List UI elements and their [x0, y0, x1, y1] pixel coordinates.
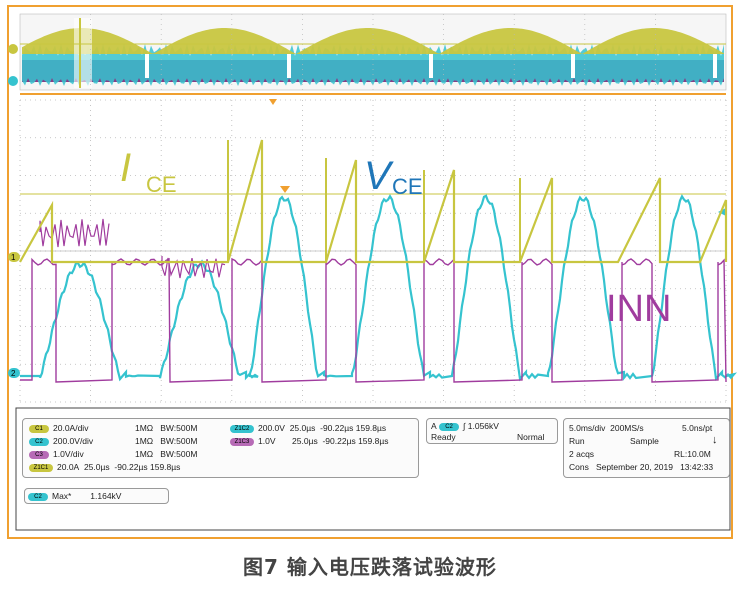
sample-mode: Sample — [630, 436, 659, 446]
trigger-edge-icon: ∫ — [463, 421, 466, 431]
run-label: Run — [569, 436, 585, 446]
zoom1-range: -90.22µs 159.8µs — [114, 462, 181, 472]
measure-value: 1.164kV — [90, 491, 122, 501]
waveform-display: 12 — [7, 5, 737, 539]
ch2-coupling: 1MΩ — [135, 436, 154, 446]
vce-label-subscript: CE — [392, 174, 423, 199]
ch1-coupling-row: 1MΩ BW:500M — [135, 423, 197, 433]
inn-label: INN — [606, 288, 672, 330]
cons-label: Cons — [569, 462, 589, 472]
zoom3-time: 25.0µs — [292, 436, 318, 446]
zoom2-range: -90.22µs 159.8µs — [320, 423, 387, 433]
measurement-row: C2 Max* 1.164kV — [28, 491, 121, 501]
ch1-scale: 20.0A/div — [53, 423, 89, 433]
zoom3-settings[interactable]: Z1C3 1.0V 25.0µs -90.22µs 159.8µs — [230, 436, 389, 446]
ch3-bw: BW:500M — [160, 449, 198, 459]
overview-notch-1 — [287, 54, 291, 78]
zoom2-time: 25.0µs — [289, 423, 316, 433]
zoom3-badge: Z1C3 — [230, 437, 254, 446]
zoom2-badge: Z1C2 — [230, 424, 254, 433]
acquisition-count: 2 acqs — [569, 449, 595, 459]
ch3-coupling-row: 1MΩ BW:500M — [135, 449, 197, 459]
trigger-setting: A C2∫ 1.056kV — [431, 421, 499, 431]
sample-mode-row: Sample — [630, 436, 659, 446]
zoom1-scale: 20.0A — [57, 462, 80, 472]
trigger-state-row: Ready — [431, 432, 456, 442]
ch2-settings[interactable]: C2 200.0V/div — [29, 436, 93, 446]
overview-notch-0 — [145, 54, 149, 78]
ch3-coupling: 1MΩ — [135, 449, 154, 459]
trigger-source-badge: C2 — [439, 422, 460, 431]
ch2-badge: C2 — [29, 437, 49, 446]
ch1-settings[interactable]: C1 20.0A/div — [29, 423, 88, 433]
timebase-div-row: 5.0ms/div 200MS/s — [569, 423, 644, 433]
zoom1-settings[interactable]: Z1C1 20.0A 25.0µs -90.22µs 159.8µs — [29, 462, 180, 472]
ch3-inn-noise-2 — [161, 256, 226, 279]
trigger-value: 1.056kV — [467, 421, 499, 431]
ch1-coupling: 1MΩ — [135, 423, 154, 433]
overview-ch2-marker — [8, 76, 18, 86]
acqs-row: 2 acqs — [569, 449, 594, 459]
ch1-ground-marker-text: 1 — [11, 253, 16, 262]
ch3-scale: 1.0V/div — [53, 449, 84, 459]
channel-settings-panel: C1 20.0A/div 1MΩ BW:500M C2 200.0V/div 1MΩ… — [22, 418, 419, 478]
date: September 20, 2019 — [595, 462, 673, 472]
measurement-panel[interactable]: C2 Max* 1.164kV — [24, 488, 169, 504]
arrow-down-icon: ↓ — [712, 434, 718, 446]
ch1-bw: BW:500M — [160, 423, 198, 433]
trigger-panel[interactable]: A C2∫ 1.056kV Ready Normal — [426, 418, 558, 444]
ch2-ground-marker — [8, 368, 20, 378]
ch2-scale: 200.0V/div — [53, 436, 94, 446]
ch2-ground-marker-text: 2 — [11, 369, 16, 378]
zoom2-scale: 200.0V — [258, 423, 285, 433]
timebase-div: 5.0ms/div — [569, 423, 606, 433]
trigger-position-marker — [269, 99, 277, 105]
overview-ch1-marker — [8, 44, 18, 54]
overview-dropout — [74, 18, 92, 88]
ch3-inn-noise — [39, 218, 110, 248]
ch2-vce-trace — [20, 194, 737, 382]
ch3-badge: C3 — [29, 450, 49, 459]
measure-label: Max* — [52, 491, 72, 501]
date-row: Cons September 20, 2019 13:42:33 — [569, 462, 713, 472]
figure-caption: 图7 输入电压跌落试验波形 — [243, 555, 497, 579]
overview-ch1-envelope — [22, 28, 724, 54]
vce-label: V — [364, 154, 391, 198]
ch2-coupling-row: 1MΩ BW:500M — [135, 436, 197, 446]
ch3-inn-trace — [20, 257, 727, 383]
time: 13:42:33 — [680, 462, 714, 472]
zoom2-settings[interactable]: Z1C2 200.0V 25.0µs -90.22µs 159.8µs — [230, 423, 386, 433]
measure-source-badge: C2 — [28, 492, 48, 501]
ice-label-subscript: CE — [146, 172, 177, 197]
resolution-row: 5.0ns/pt — [682, 423, 712, 433]
timebase-panel[interactable]: 5.0ms/div 200MS/s 5.0ns/pt Run Sample ↓ … — [563, 418, 730, 478]
zoom1-time: 25.0µs — [83, 462, 110, 472]
ch3-settings[interactable]: C3 1.0V/div — [29, 449, 84, 459]
ch1-badge: C1 — [29, 424, 49, 433]
run-row: Run — [569, 436, 585, 446]
trigger-mode-row: Normal — [517, 432, 544, 442]
zoom3-range: -90.22µs 159.8µs — [322, 436, 389, 446]
trigger-tag: A — [431, 421, 437, 431]
ch1-ground-marker — [8, 252, 20, 262]
record-length: RL:10.0M — [674, 449, 711, 459]
record-length-row: RL:10.0M — [674, 449, 711, 459]
overview-notch-2 — [429, 54, 433, 78]
overview-notch-4 — [713, 54, 717, 78]
sample-rate: 200MS/s — [610, 423, 644, 433]
resolution: 5.0ns/pt — [682, 423, 713, 433]
trigger-state: Ready — [431, 432, 456, 442]
trigger-point-marker — [280, 186, 290, 193]
zoom1-badge: Z1C1 — [29, 463, 53, 472]
ch2-bw: BW:500M — [160, 436, 198, 446]
trigger-mode: Normal — [517, 432, 545, 442]
ice-label: I — [120, 146, 132, 190]
overview-notch-3 — [571, 54, 575, 78]
zoom3-scale: 1.0V — [258, 436, 276, 446]
